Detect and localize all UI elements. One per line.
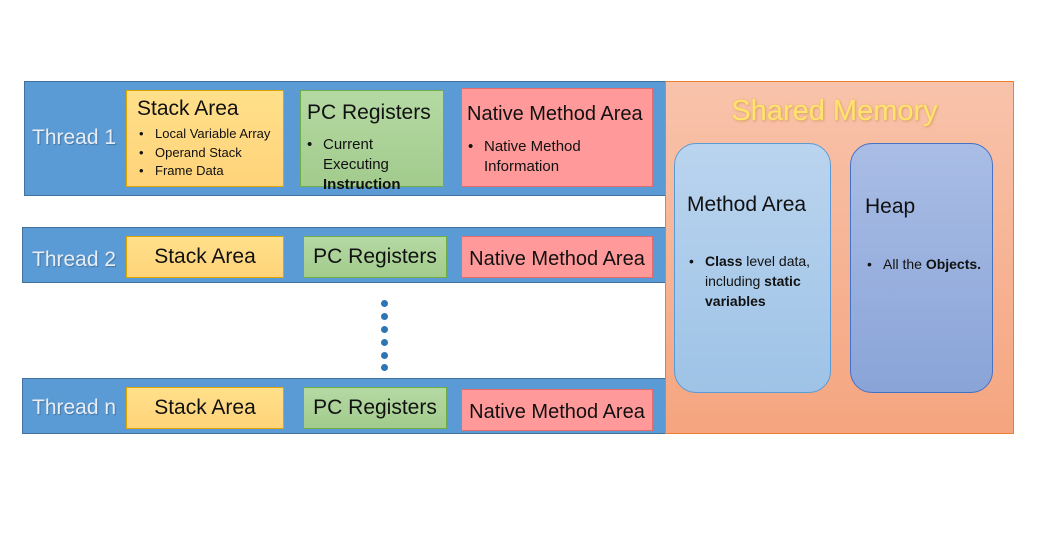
method-bold-variables: variables <box>705 293 766 309</box>
method-text-2: including <box>705 273 765 289</box>
list-item: All the Objects. <box>865 254 981 274</box>
pc-registers-title: PC Registers <box>307 101 431 124</box>
continuation-dot <box>381 300 388 307</box>
continuation-dot <box>381 352 388 359</box>
pc-registers-items: Current Executing Instruction <box>305 135 443 195</box>
heap-title: Heap <box>865 195 916 218</box>
heap-box: Heap All the Objects. <box>850 143 993 393</box>
thread-n-native-method-area: Native Method Area <box>461 389 653 431</box>
stack-area-title: Stack Area <box>137 97 239 120</box>
thread-1-label: Thread 1 <box>32 126 117 149</box>
thread-n-stack-area: Stack Area <box>126 387 284 429</box>
thread-1-native-method-area: Native Method Area Native Method Informa… <box>461 88 653 187</box>
native-item-line1: Native Method <box>484 138 581 155</box>
thread-2-stack-area: Stack Area <box>126 236 284 278</box>
continuation-dot <box>381 326 388 333</box>
list-item: Operand Stack <box>137 144 270 163</box>
pc-item-line2: Instruction <box>323 176 401 193</box>
thread-1-pc-registers: PC Registers Current Executing Instructi… <box>300 90 444 193</box>
method-area-items: Class level data, including static varia… <box>687 251 827 311</box>
native-item-line2: Information <box>484 158 560 175</box>
list-item: Frame Data <box>137 162 270 181</box>
stack-area-items: Local Variable Array Operand Stack Frame… <box>137 125 270 181</box>
heap-text: All the <box>883 256 926 272</box>
continuation-dot <box>381 364 388 371</box>
thread-2-native-method-area: Native Method Area <box>461 236 653 278</box>
shared-memory-title: Shared Memory <box>731 95 938 127</box>
native-method-area-title: Native Method Area <box>469 248 645 270</box>
list-item: Native Method Information <box>466 137 581 177</box>
list-item: Local Variable Array <box>137 125 270 144</box>
heap-items: All the Objects. <box>865 254 981 274</box>
pc-registers-title: PC Registers <box>313 396 437 419</box>
pc-registers-title: PC Registers <box>313 245 437 268</box>
thread-2-pc-registers: PC Registers <box>303 236 447 278</box>
native-method-area-title: Native Method Area <box>467 103 643 125</box>
continuation-dot <box>381 313 388 320</box>
method-text-1: level data, <box>742 253 811 269</box>
stack-area-title: Stack Area <box>154 396 256 419</box>
native-method-items: Native Method Information <box>466 137 581 177</box>
thread-2-label: Thread 2 <box>32 248 117 271</box>
list-item: Current Executing Instruction <box>305 135 443 195</box>
method-bold-static: static <box>764 273 801 289</box>
stack-area-title: Stack Area <box>154 245 256 268</box>
method-area-box: Method Area Class level data, including … <box>674 143 831 393</box>
heap-bold-objects: Objects. <box>925 256 982 272</box>
thread-1-stack-area: Stack Area Local Variable Array Operand … <box>126 90 284 187</box>
thread-n-pc-registers: PC Registers <box>303 387 447 429</box>
continuation-dot <box>381 339 388 346</box>
method-bold-class: Class <box>705 253 743 269</box>
pc-item-line1: Current Executing <box>323 136 389 173</box>
list-item: Class level data, including static varia… <box>687 251 827 311</box>
method-area-title: Method Area <box>687 193 807 216</box>
native-method-area-title: Native Method Area <box>469 401 645 423</box>
thread-n-label: Thread n <box>32 396 117 419</box>
